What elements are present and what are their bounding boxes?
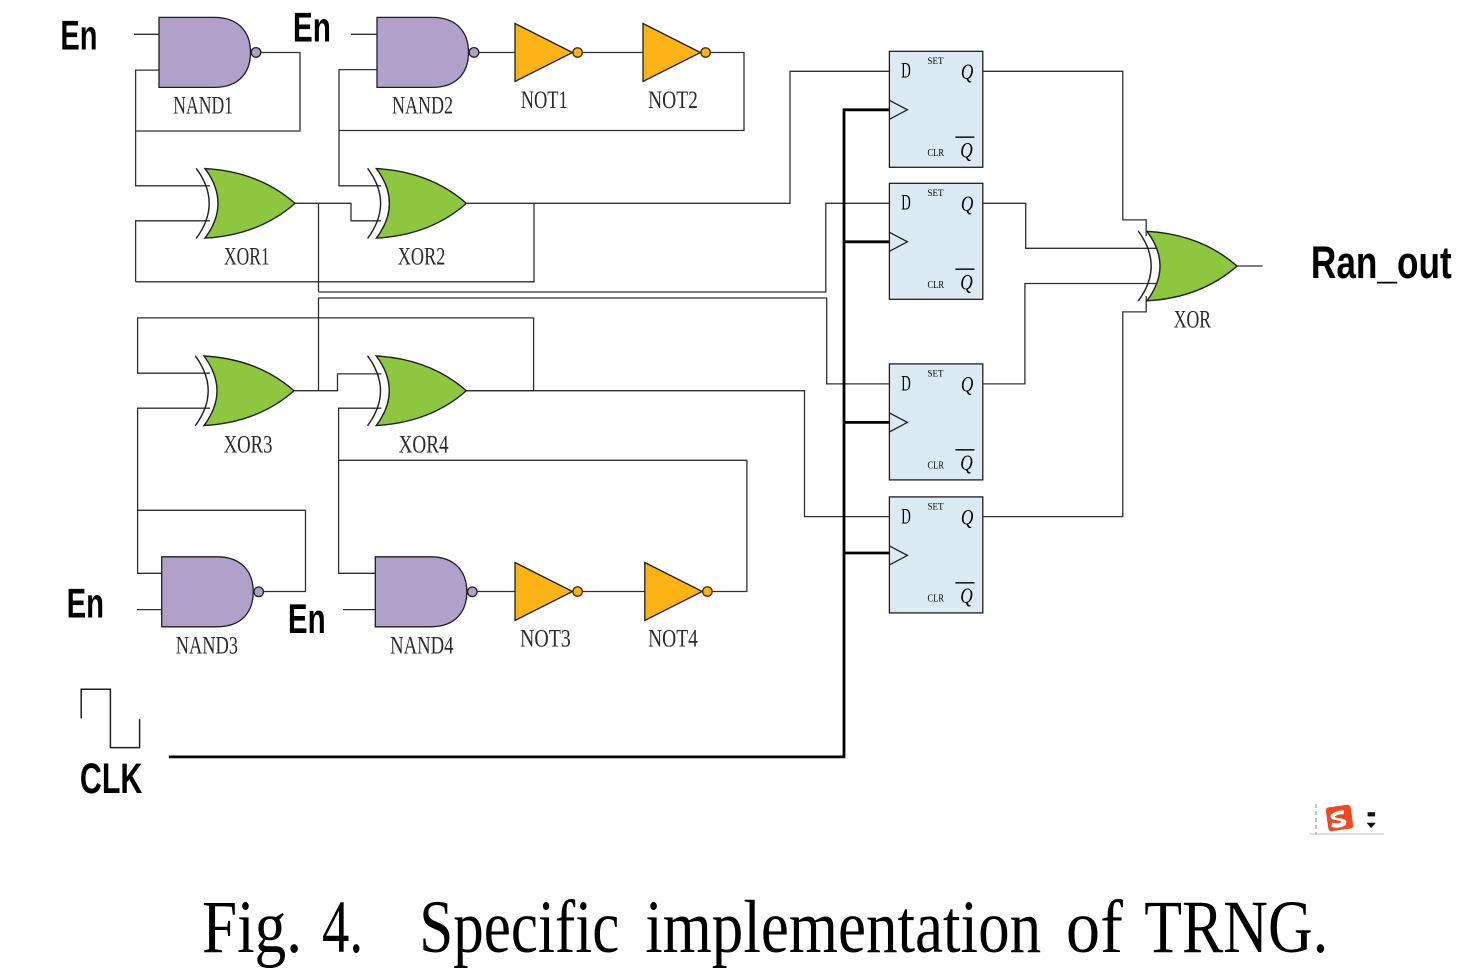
svg-text:En: En: [293, 3, 331, 50]
svg-text:En: En: [60, 12, 97, 59]
svg-text:TRNG.: TRNG.: [1144, 886, 1328, 969]
svg-text:XOR: XOR: [1174, 305, 1211, 334]
svg-text:Specific: Specific: [419, 886, 619, 969]
svg-text:Ran_out: Ran_out: [1311, 237, 1452, 288]
svg-text:NAND1: NAND1: [173, 91, 233, 120]
svg-text:En: En: [288, 595, 326, 642]
svg-text:4.: 4.: [322, 886, 363, 969]
svg-text:NOT2: NOT2: [648, 85, 698, 114]
svg-text:of: of: [1066, 886, 1123, 969]
svg-text:NOT1: NOT1: [521, 85, 568, 114]
svg-text:Fig.: Fig.: [202, 886, 302, 969]
svg-text:XOR3: XOR3: [224, 430, 273, 459]
svg-text:NOT4: NOT4: [648, 623, 698, 652]
svg-text:NAND3: NAND3: [176, 630, 238, 659]
svg-text:En: En: [67, 580, 104, 627]
svg-text:XOR2: XOR2: [398, 242, 446, 271]
svg-text:XOR1: XOR1: [224, 242, 270, 271]
svg-text:NAND4: NAND4: [390, 630, 454, 659]
svg-text:NAND2: NAND2: [392, 91, 453, 120]
svg-text:XOR4: XOR4: [399, 430, 449, 459]
svg-text:NOT3: NOT3: [520, 623, 571, 652]
svg-text:implementation: implementation: [645, 886, 1041, 969]
svg-text:CLK: CLK: [80, 755, 142, 803]
